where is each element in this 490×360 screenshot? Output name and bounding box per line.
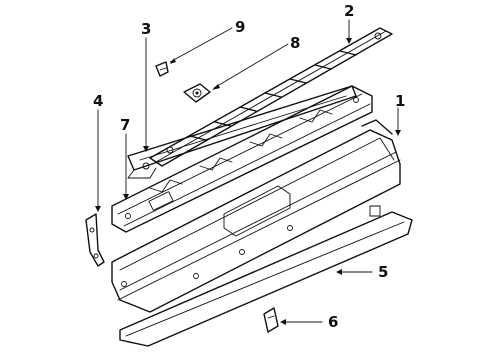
- strip-clip: [263, 307, 279, 333]
- callout-6: 6: [328, 313, 338, 331]
- bumper-cover: [111, 119, 401, 313]
- callout-labels: 1 2 3 4 5 6 7 8 9: [93, 2, 405, 331]
- reinforcement-mounting-rail: [127, 85, 357, 179]
- side-bracket: [85, 213, 105, 267]
- callout-1: 1: [395, 92, 405, 110]
- upper-reinforcement-bar: [149, 27, 393, 167]
- callout-2: 2: [344, 2, 354, 20]
- callout-3: 3: [141, 20, 151, 38]
- callout-5: 5: [378, 263, 388, 281]
- callout-8: 8: [290, 34, 300, 52]
- mounting-plate: [183, 83, 211, 103]
- callout-4: 4: [93, 92, 103, 110]
- energy-absorber-bar: [111, 85, 373, 233]
- leader-lines: [95, 19, 401, 325]
- callout-9: 9: [235, 18, 245, 36]
- retainer-clip: [155, 61, 169, 77]
- lower-impact-strip: [119, 205, 413, 347]
- callout-7: 7: [120, 116, 130, 134]
